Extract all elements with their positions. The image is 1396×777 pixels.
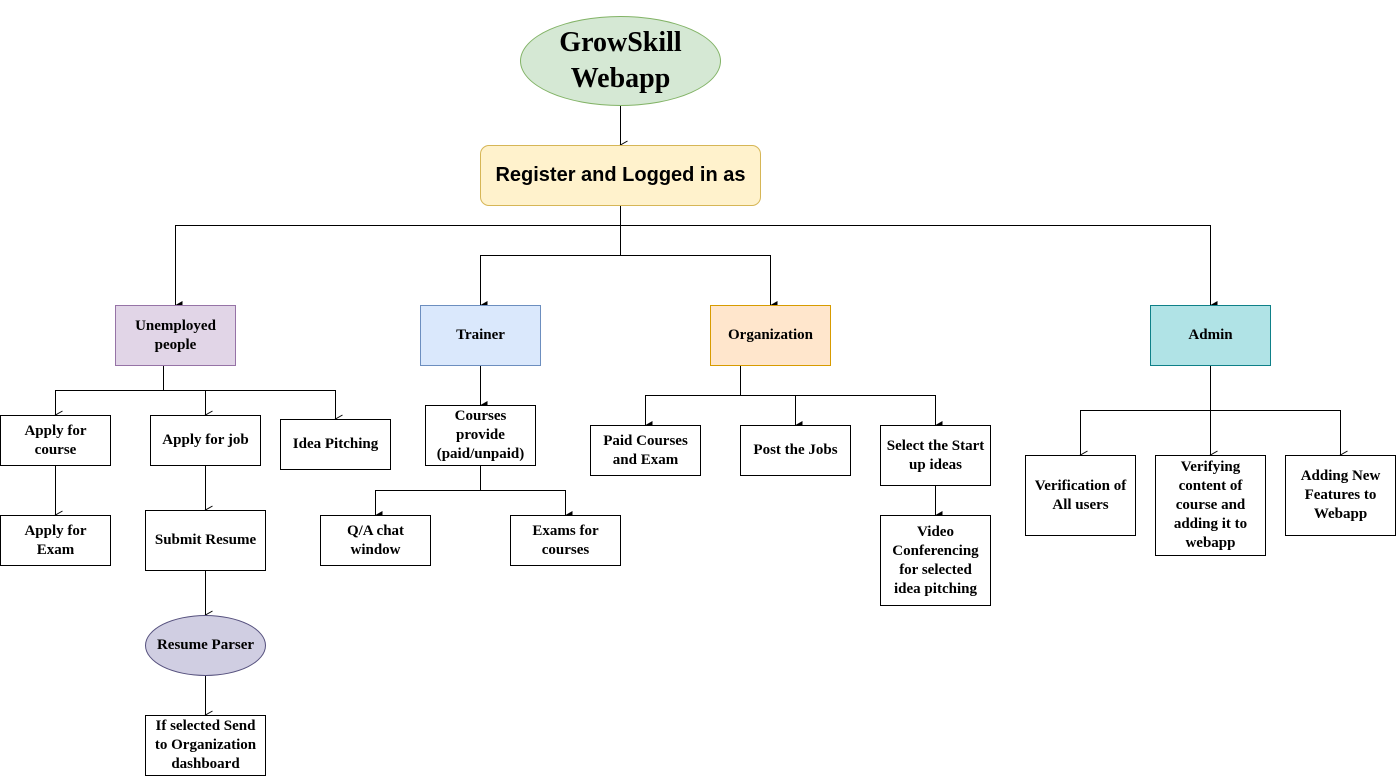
select-ideas-node: Select the Start up ideas bbox=[880, 425, 991, 486]
role-trainer: Trainer bbox=[420, 305, 541, 366]
edge-register-organization bbox=[620, 255, 778, 309]
apply-job-node: Apply for job bbox=[150, 415, 261, 466]
paid-courses-node: Paid Courses and Exam bbox=[590, 425, 701, 476]
resume-parser-node: Resume Parser bbox=[145, 615, 266, 676]
verification-node: Verification of All users bbox=[1025, 455, 1136, 536]
title-node: GrowSkill Webapp bbox=[520, 16, 721, 106]
edge-unemployed-idea-pitching bbox=[163, 390, 343, 424]
edge-courses-qa bbox=[375, 466, 481, 519]
video-conferencing-node: Video Conferencing for selected idea pit… bbox=[880, 515, 991, 606]
post-jobs-node: Post the Jobs bbox=[740, 425, 851, 476]
edge-org-post-jobs bbox=[740, 395, 803, 429]
edge-register-admin bbox=[620, 225, 1218, 309]
edge-unemployed-apply-job bbox=[163, 390, 213, 420]
send-dashboard-node: If selected Send to Organization dashboa… bbox=[145, 715, 266, 776]
apply-exam-node: Apply for Exam bbox=[0, 515, 111, 566]
edge-admin-verification bbox=[1079, 366, 1211, 460]
apply-course-node: Apply for course bbox=[0, 415, 111, 466]
courses-provide-node: Courses provide (paid/unpaid) bbox=[425, 405, 536, 466]
role-admin: Admin bbox=[1150, 305, 1271, 366]
role-organization: Organization bbox=[710, 305, 831, 366]
role-unemployed-people: Unemployed people bbox=[115, 305, 236, 366]
idea-pitching-node: Idea Pitching bbox=[280, 419, 391, 470]
register-node: Register and Logged in as bbox=[480, 145, 761, 206]
edge-unemployed-apply-course bbox=[54, 366, 164, 420]
adding-features-node: Adding New Features to Webapp bbox=[1285, 455, 1396, 536]
edge-courses-exams bbox=[480, 490, 573, 519]
edge-org-paid-courses bbox=[645, 366, 741, 429]
submit-resume-node: Submit Resume bbox=[145, 510, 266, 571]
exams-courses-node: Exams for courses bbox=[510, 515, 621, 566]
edge-admin-adding-features bbox=[1210, 410, 1348, 460]
qa-chat-node: Q/A chat window bbox=[320, 515, 431, 566]
edge-org-select-ideas bbox=[740, 395, 943, 429]
verifying-content-node: Verifying content of course and adding i… bbox=[1155, 455, 1266, 556]
edge-register-trainer bbox=[480, 206, 621, 309]
